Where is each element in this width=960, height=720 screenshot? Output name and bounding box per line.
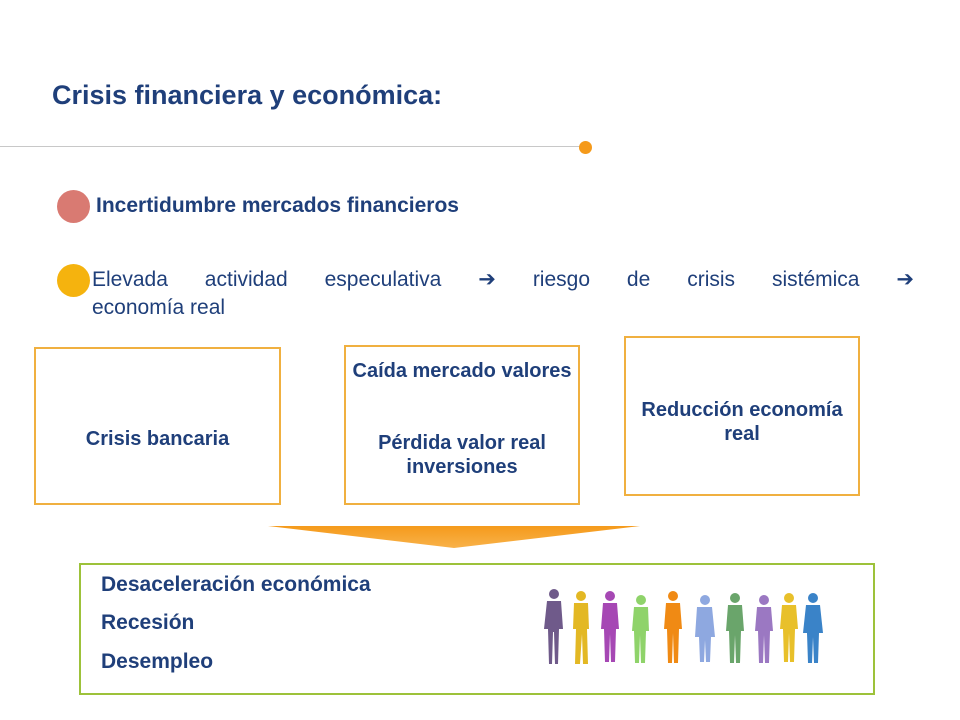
bullet-2-part-1: Elevada actividad especulativa [92, 268, 442, 291]
bullet-dot-red [57, 190, 90, 223]
bullet-2-part-2: riesgo de crisis sistémica [532, 268, 860, 291]
result-line-1: Desaceleración económica [101, 573, 371, 596]
slide-title: Crisis financiera y económica: [52, 80, 443, 110]
bullet-2-line-2: economía real [92, 296, 226, 319]
box-reduccion-economia: Reducción economía real [624, 336, 860, 496]
divider-dot [579, 141, 592, 154]
box-2-text-2: Pérdida valor real inversiones [378, 432, 546, 478]
bullet-1-text: Incertidumbre mercados financieros [96, 194, 459, 217]
box-crisis-bancaria: Crisis bancaria [34, 347, 281, 505]
result-line-3: Desempleo [101, 650, 214, 673]
result-line-2: Recesión [101, 611, 195, 634]
down-chevron-icon [268, 526, 640, 548]
box-caida-mercado: Caída mercado valores Pérdida valor real… [344, 345, 580, 505]
box-2-text-1: Caída mercado valores [352, 360, 572, 382]
title-divider [0, 146, 582, 147]
crowd-silhouettes-icon [544, 589, 823, 664]
person-figures [544, 589, 823, 664]
box-1-text: Crisis bancaria [85, 428, 230, 450]
box-3-text: Reducción economía real [641, 399, 843, 445]
right-arrow-icon: ➔ [896, 268, 914, 291]
right-arrow-icon: ➔ [478, 268, 496, 291]
bullet-dot-yellow [57, 264, 90, 297]
bullet-2-line-1: Elevada actividad especulativa ➔ riesgo … [92, 265, 914, 294]
